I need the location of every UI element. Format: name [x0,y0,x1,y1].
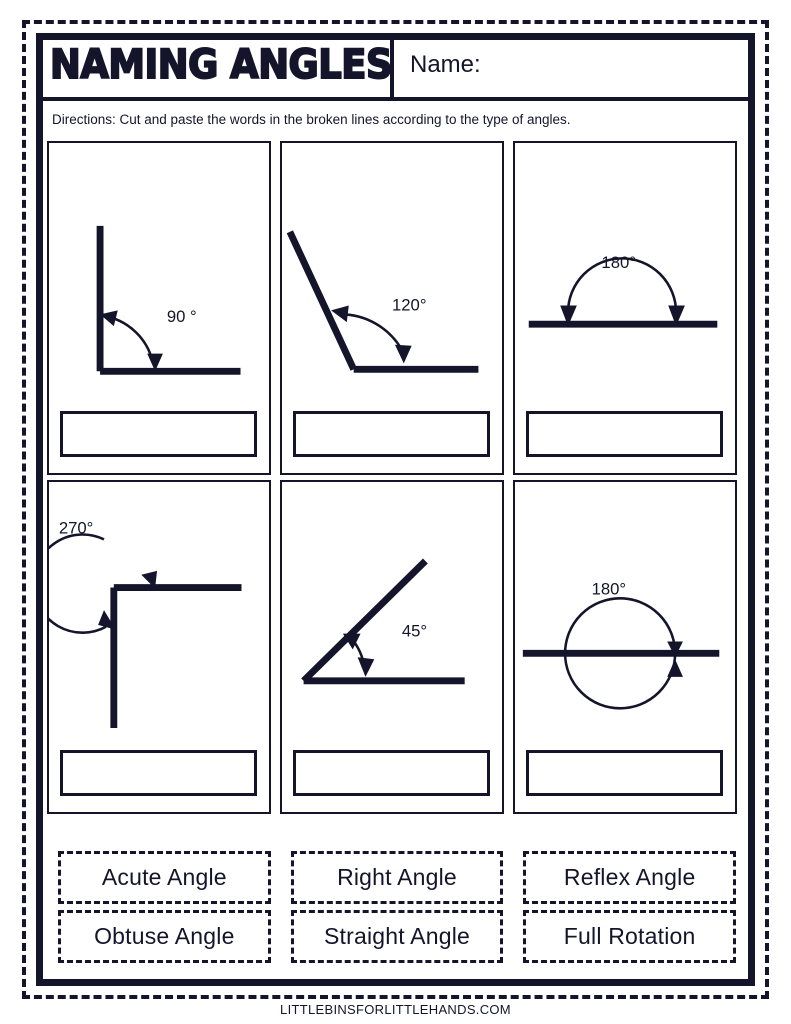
angle-label-5: 45° [402,622,427,641]
worksheet-header: NAMING ANGLES Name: [36,33,755,101]
answer-box-1[interactable] [60,411,257,457]
answer-box-inner-6 [531,755,718,791]
angle-label-2: 120° [392,295,427,314]
angle-cell-6: 180° [513,480,737,814]
name-field-cell[interactable]: Name: [394,33,755,97]
word-card-reflex-angle[interactable]: Reflex Angle [523,851,736,904]
angle-figure-full-rotation: 180° [515,482,735,750]
angle-label-6: 180° [592,579,627,598]
title-cell: NAMING ANGLES [36,33,394,97]
word-bank: Acute Angle Right Angle Reflex Angle Obt… [58,851,736,963]
angle-figure-acute-angle: 45° [282,482,502,750]
answer-box-6[interactable] [526,750,723,796]
page-title: NAMING ANGLES [49,42,393,88]
answer-box-3[interactable] [526,411,723,457]
word-card-right-angle[interactable]: Right Angle [290,851,504,904]
angle-figure-reflex-angle: 270° [49,482,269,750]
word-card-obtuse-angle[interactable]: Obtuse Angle [58,910,271,963]
answer-box-inner-2 [298,416,485,452]
answer-box-4[interactable] [60,750,257,796]
answer-box-2[interactable] [293,411,490,457]
angle-figure-straight-angle: 180° [515,143,735,411]
word-card-straight-angle[interactable]: Straight Angle [290,910,504,963]
angle-cell-4: 270° [47,480,271,814]
angle-label-1: 90 ° [167,307,197,326]
answer-box-inner-4 [65,755,252,791]
footer-site-url: LITTLEBINSFORLITTLEHANDS.COM [280,1002,511,1017]
name-label: Name: [410,51,481,78]
directions-text: Directions: Cut and paste the words in t… [52,112,571,127]
angle-cell-5: 45° [280,480,504,814]
angle-figure-right-angle: 90 ° [49,143,269,411]
answer-box-inner-1 [65,416,252,452]
angle-cell-2: 120° [280,141,504,475]
answer-box-5[interactable] [293,750,490,796]
word-card-full-rotation[interactable]: Full Rotation [523,910,736,963]
angle-label-4: 270° [59,519,94,538]
angle-cell-1: 90 ° [47,141,271,475]
angle-cell-3: 180° [513,141,737,475]
angle-label-3: 180° [601,253,636,272]
answer-box-inner-3 [531,416,718,452]
word-card-acute-angle[interactable]: Acute Angle [58,851,271,904]
angle-figure-obtuse-angle: 120° [282,143,502,411]
angles-grid: 90 ° 120° [47,141,744,824]
answer-box-inner-5 [298,755,485,791]
